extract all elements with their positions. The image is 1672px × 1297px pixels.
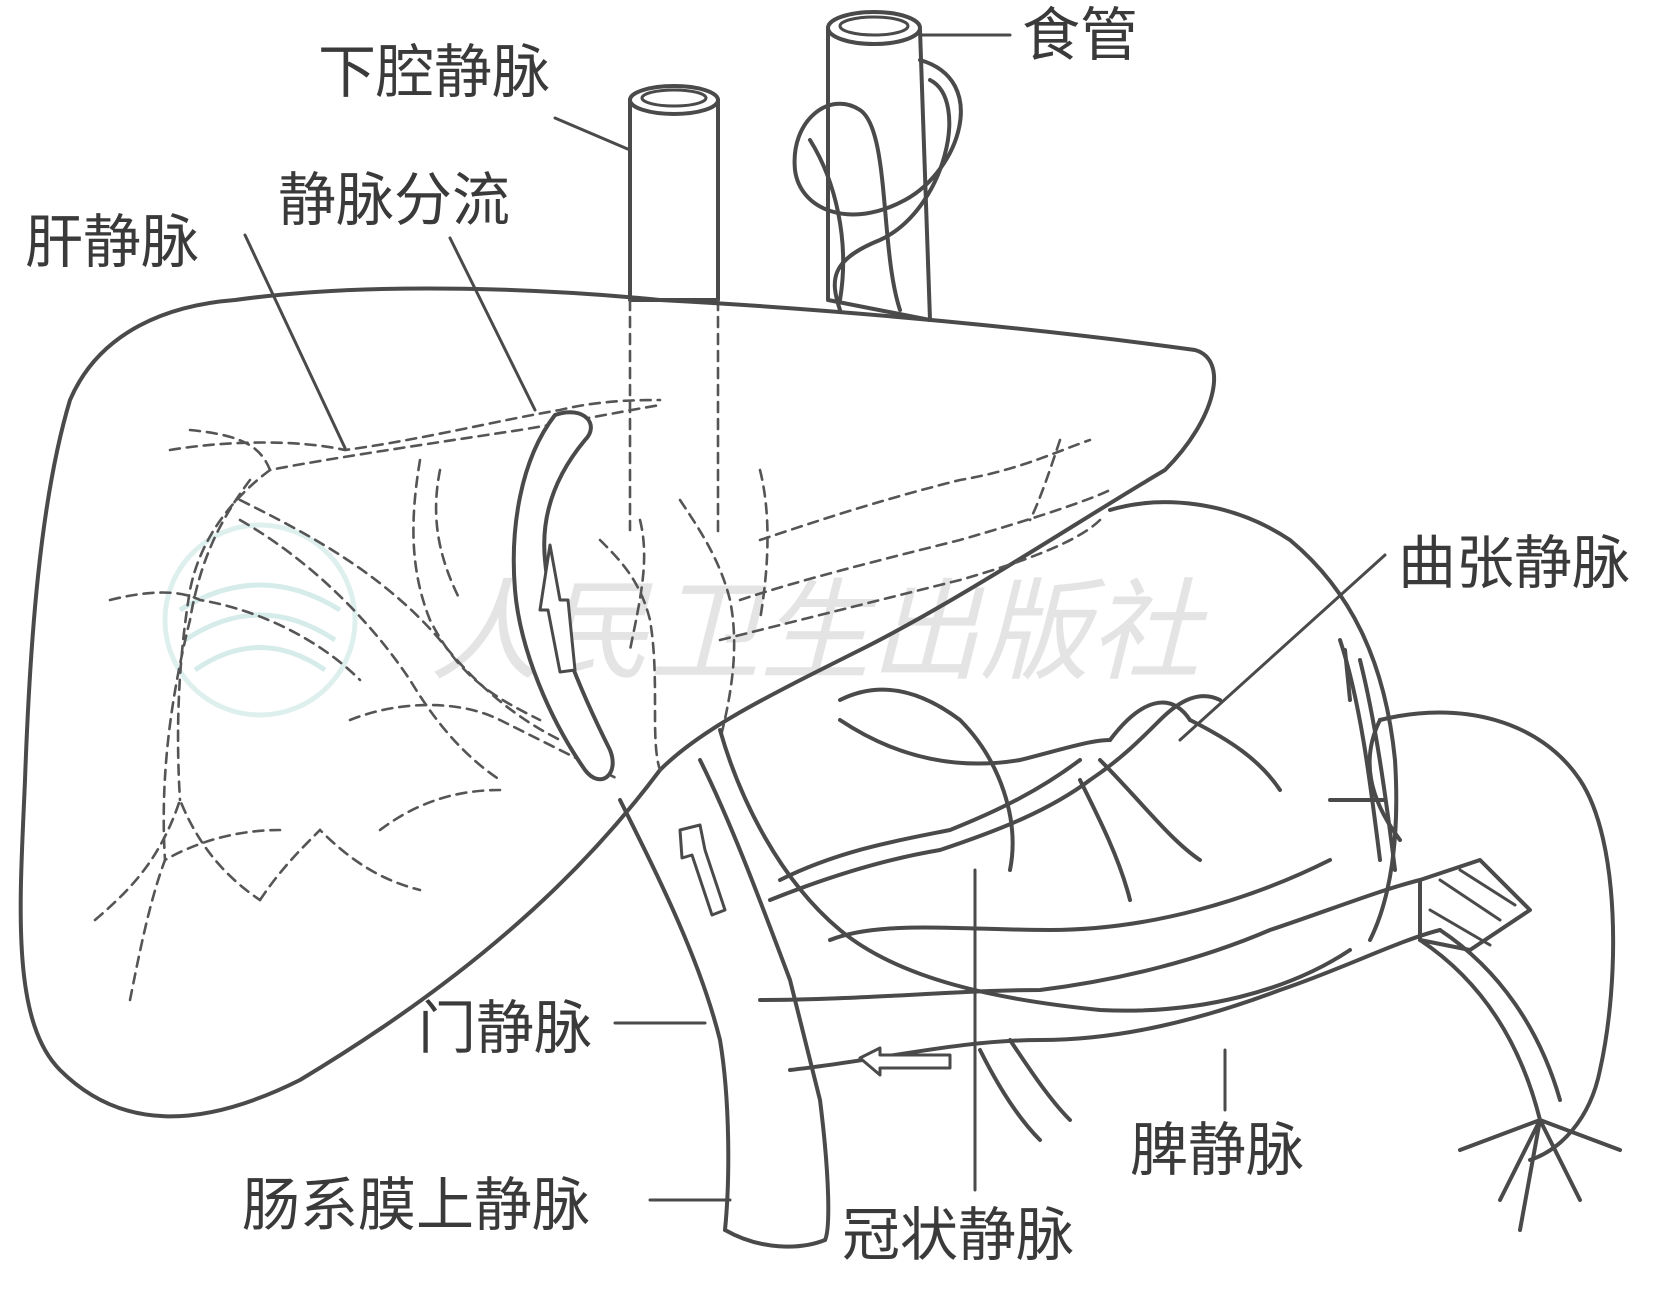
spleen — [1378, 710, 1616, 1162]
splenic-flow-arrow — [858, 1046, 952, 1077]
coronary-vein-network — [768, 638, 1397, 902]
hepatic-vein-branches — [93, 398, 662, 1002]
label-shunt: 静脉分流 — [278, 166, 510, 234]
publisher-watermark: 人民卫生出版社 — [162, 522, 1208, 718]
labels: 下腔静脉 食管 静脉分流 肝静脉 曲张静脉 门静脉 脾静脉 肠系膜上静脉 冠状静… — [25, 1, 1630, 1269]
label-ivc: 下腔静脉 — [318, 38, 550, 106]
label-smv: 肠系膜上静脉 — [242, 1171, 590, 1239]
inferior-vena-cava — [628, 84, 720, 537]
shunt-flow-arrow — [538, 543, 577, 674]
portal-flow-arrow — [678, 823, 727, 917]
esophagus — [792, 10, 963, 322]
tips-shunt — [511, 410, 615, 782]
label-esophagus: 食管 — [1022, 1, 1138, 69]
portal-system — [618, 758, 1622, 1249]
label-varices: 曲张静脉 — [1398, 529, 1630, 597]
leader-lines — [243, 33, 1387, 1202]
label-splenic-vein: 脾静脉 — [1130, 1116, 1304, 1184]
label-coronary-vein: 冠状静脉 — [842, 1201, 1074, 1269]
portal-branches — [598, 438, 1112, 772]
label-portal-vein: 门静脉 — [418, 994, 592, 1062]
label-hepatic-vein: 肝静脉 — [25, 208, 199, 276]
